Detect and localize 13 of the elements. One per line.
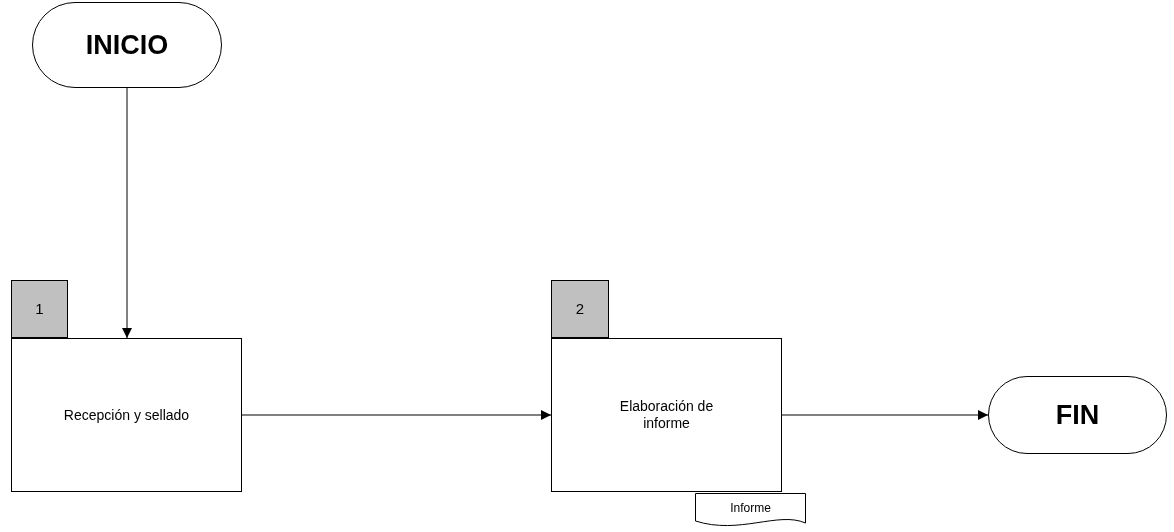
- node-label: 2: [575, 298, 585, 319]
- node-label: Recepción y sellado: [63, 406, 190, 424]
- step-number-tab: [11, 280, 68, 338]
- arrow: [122, 87, 132, 339]
- arrow: [241, 410, 552, 420]
- node-label: Elaboración de informe: [618, 398, 715, 432]
- node-label: INICIO: [85, 28, 169, 62]
- node-label: FIN: [1055, 398, 1100, 432]
- process-box: [11, 338, 242, 492]
- step-number-tab: [551, 280, 609, 338]
- node-label: 1: [35, 298, 44, 319]
- node-label: Informe: [730, 500, 771, 517]
- arrow: [781, 410, 989, 420]
